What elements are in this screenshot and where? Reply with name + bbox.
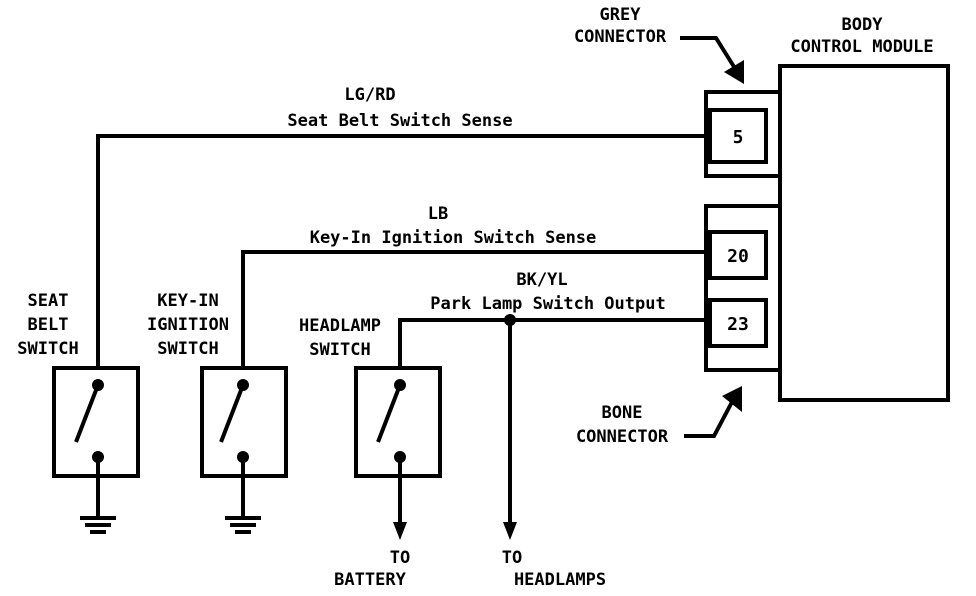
key-in-switch-label-line1: KEY-IN bbox=[157, 291, 218, 311]
park-lamp-output-wire bbox=[398, 318, 710, 385]
park-lamp-wire-color: BK/YL bbox=[516, 270, 567, 290]
body-control-module bbox=[778, 64, 950, 402]
bone-connector-label-line1: BONE bbox=[602, 403, 643, 423]
grey-connector-arrowhead bbox=[724, 60, 744, 84]
module-title-line1: BODY bbox=[842, 15, 884, 35]
headlamp-switch-label-line2: SWITCH bbox=[309, 340, 370, 360]
key-in-switch-label-line3: SWITCH bbox=[157, 339, 218, 359]
seat-belt-switch-label-line1: SEAT bbox=[28, 291, 69, 311]
seat-belt-sense-wire bbox=[96, 134, 710, 385]
to-headlamps-label-line1: TO bbox=[502, 548, 522, 568]
key-in-switch-label-line2: IGNITION bbox=[147, 315, 229, 335]
key-in-ground-icon bbox=[225, 516, 261, 534]
grey-connector-arrow-line bbox=[680, 36, 738, 72]
seat-belt-wire-color: LG/RD bbox=[344, 85, 395, 105]
key-in-switch-contact bbox=[219, 384, 245, 443]
to-headlamps-label-line2: HEADLAMPS bbox=[514, 570, 606, 590]
park-lamp-wire-name: Park Lamp Switch Output bbox=[430, 294, 665, 314]
splice-junction bbox=[504, 314, 516, 326]
seat-belt-wire-name: Seat Belt Switch Sense bbox=[287, 111, 512, 131]
bone-connector-arrowhead bbox=[722, 386, 742, 412]
seat-belt-switch-label-line3: SWITCH bbox=[17, 339, 78, 359]
to-headlamps-arrow-icon bbox=[503, 522, 517, 540]
pin-5-box bbox=[708, 108, 768, 164]
pin-20-label: 20 bbox=[727, 246, 749, 267]
to-battery-label-line2: BATTERY bbox=[334, 570, 406, 590]
seat-belt-switch-contact bbox=[74, 384, 100, 443]
bone-connector-label-line2: CONNECTOR bbox=[576, 427, 669, 447]
bone-connector-arrow-line bbox=[684, 401, 734, 438]
seat-belt-switch-label-line2: BELT bbox=[28, 315, 69, 335]
seat-belt-ground-icon bbox=[80, 516, 116, 534]
to-battery-label-line1: TO bbox=[390, 548, 410, 568]
pin-20-box bbox=[708, 230, 768, 280]
to-battery-arrow-icon bbox=[393, 522, 407, 540]
key-in-wire-color: LB bbox=[428, 204, 448, 224]
pin-5-label: 5 bbox=[733, 127, 744, 148]
key-in-sense-wire bbox=[241, 250, 710, 385]
key-in-wire-name: Key-In Ignition Switch Sense bbox=[310, 228, 597, 248]
grey-connector-label-line1: GREY bbox=[600, 5, 642, 25]
module-title-line2: CONTROL MODULE bbox=[790, 37, 933, 57]
headlamp-switch-label-line1: HEADLAMP bbox=[299, 316, 381, 336]
pin-23-box bbox=[708, 298, 768, 348]
grey-connector-label-line2: CONNECTOR bbox=[574, 27, 667, 47]
pin-23-label: 23 bbox=[727, 314, 749, 335]
headlamp-switch-contact bbox=[376, 384, 402, 443]
